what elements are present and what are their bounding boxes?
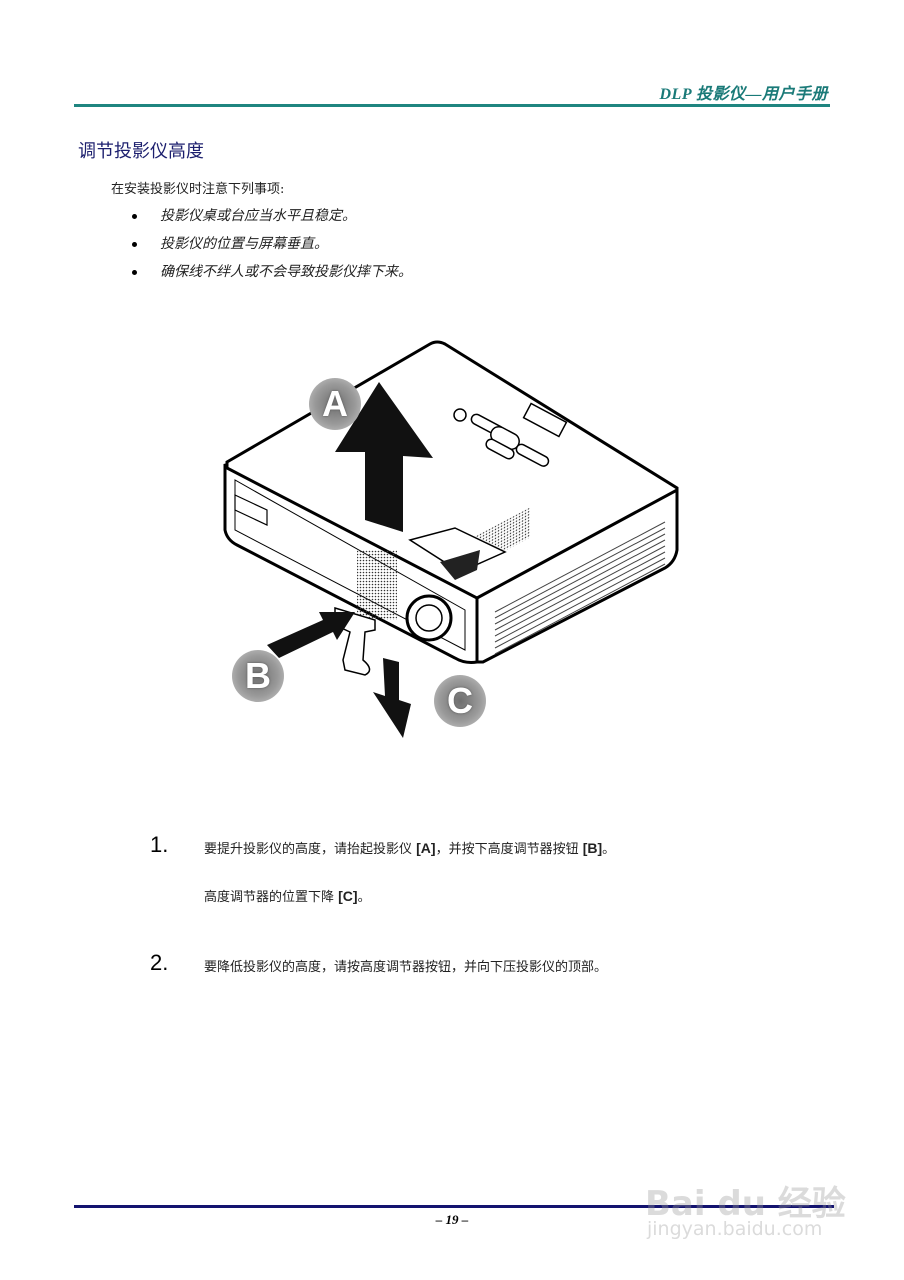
label-c: C (434, 675, 486, 727)
list-item: 确保线不绊人或不会导致投影仪摔下来。 (130, 262, 412, 290)
step-1: 1. 要提升投影仪的高度，请抬起投影仪 [A]，并按下高度调节器按钮 [B]。 … (150, 832, 770, 912)
page-number: – 19 – (435, 1212, 469, 1227)
step-text: 要降低投影仪的高度，请按高度调节器按钮，并向下压投影仪的顶部。 (204, 960, 608, 975)
step-2: 2. 要降低投影仪的高度，请按高度调节器按钮，并向下压投影仪的顶部。 (150, 950, 770, 980)
step-number: 2. (150, 950, 169, 975)
step-subtext: 高度调节器的位置下降 [C]。 (204, 888, 371, 905)
section-title: 调节投影仪高度 (78, 141, 204, 162)
projector-illustration: A B C (215, 340, 695, 750)
bullet-icon (132, 270, 137, 275)
intro-text: 在安装投影仪时注意下列事项: (111, 182, 285, 197)
step-text: 要提升投影仪的高度，请抬起投影仪 [A]，并按下高度调节器按钮 [B]。 (204, 840, 616, 857)
precaution-list: 投影仪桌或台应当水平且稳定。 投影仪的位置与屏幕垂直。 确保线不绊人或不会导致投… (130, 206, 412, 290)
watermark-logo: Bai du 经验 (645, 1184, 846, 1224)
baidu-watermark: Bai du 经验 jingyan.baidu.com (645, 1150, 855, 1250)
header-title: DLP 投影仪—用户手册 (659, 86, 828, 103)
bullet-icon (132, 242, 137, 247)
list-item: 投影仪桌或台应当水平且稳定。 (130, 206, 412, 234)
header-divider (74, 104, 830, 107)
step-number: 1. (150, 832, 169, 857)
watermark-url: jingyan.baidu.com (647, 1218, 823, 1240)
label-a: A (309, 378, 361, 430)
label-b: B (232, 650, 284, 702)
list-item: 投影仪的位置与屏幕垂直。 (130, 234, 412, 262)
footer-divider (74, 1205, 834, 1208)
bullet-icon (132, 214, 137, 219)
